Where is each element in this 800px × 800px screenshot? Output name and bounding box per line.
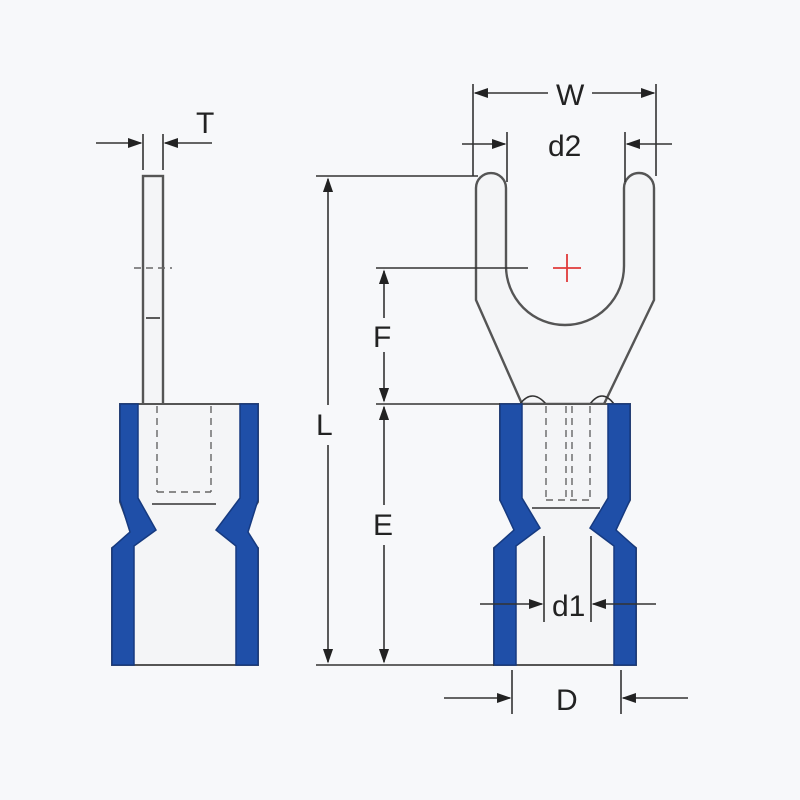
side-view-tongue: [141, 174, 165, 408]
label-W: W: [556, 79, 585, 112]
label-F: F: [373, 321, 391, 354]
front-view-fork: [474, 171, 656, 406]
side-view-sleeve-right-wall: [214, 403, 259, 666]
label-T: T: [196, 107, 214, 140]
front-view-sleeve-right-wall: [589, 403, 637, 666]
label-E: E: [373, 509, 393, 542]
label-d1: d1: [552, 590, 585, 623]
front-view: W d2 L F E d1 D: [316, 79, 688, 717]
label-L: L: [316, 409, 333, 442]
front-view-barrel-top: [519, 395, 615, 405]
side-view: T: [96, 107, 259, 666]
front-view-sleeve-left-wall: [493, 403, 541, 666]
side-view-sleeve-left-wall: [111, 403, 157, 666]
label-D: D: [556, 684, 578, 717]
label-d2: d2: [548, 130, 581, 163]
center-mark-icon: [553, 254, 581, 282]
